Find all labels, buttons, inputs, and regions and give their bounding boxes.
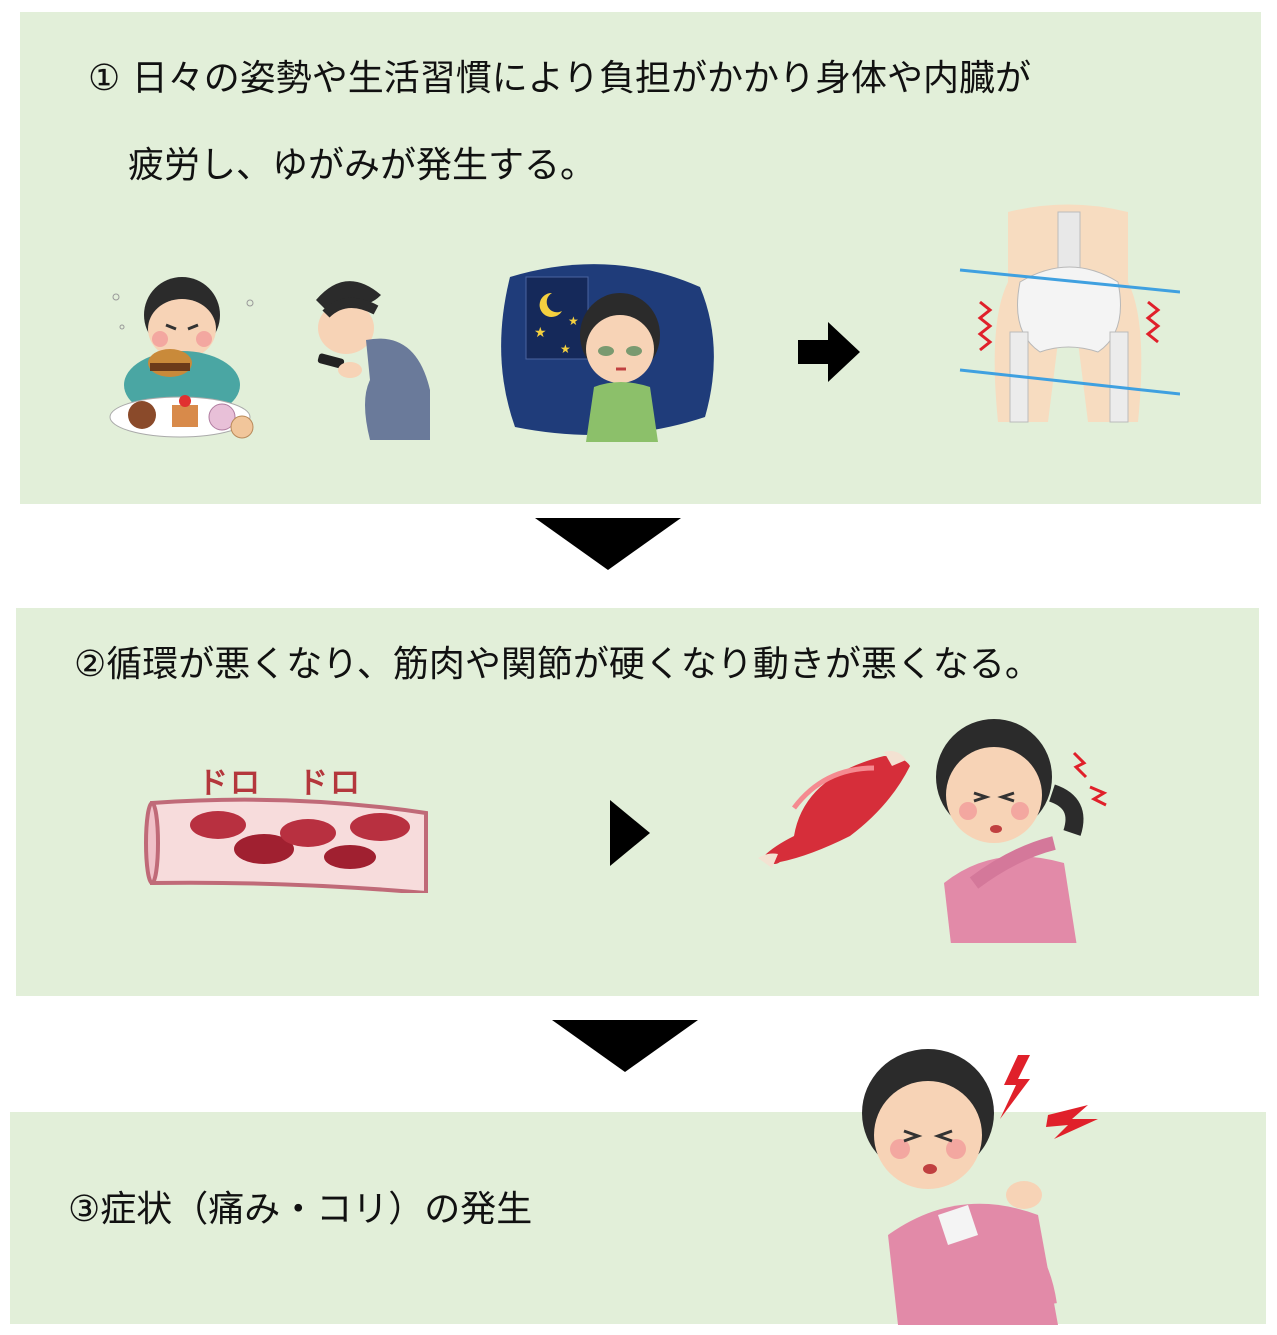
woman-stiff-shoulder-illustration [936, 719, 1108, 943]
blood-vessel-clots-illustration [144, 797, 428, 893]
person-sleepless-night-illustration: ★ ★ ★ [501, 264, 714, 442]
step-1-text-line-2: 疲労し、ゆがみが発生する。 [128, 145, 597, 186]
step-2-text: ②循環が悪くなり、筋肉や関節が硬くなり動きが悪くなる。 [74, 644, 1041, 685]
right-triangle-arrow-icon [610, 800, 650, 866]
step-1-panel: ① 日々の姿勢や生活習慣により負担がかかり身体や内臓が 疲労し、ゆがみが発生する… [20, 12, 1261, 504]
person-using-smartphone-illustration [316, 281, 430, 440]
step-1-text-line-1: ① 日々の姿勢や生活習慣により負担がかかり身体や内臓が [88, 58, 1031, 99]
svg-text:★: ★ [534, 325, 547, 341]
person-overeating-illustration [109, 277, 254, 439]
right-arrow-icon [798, 322, 860, 382]
svg-text:★: ★ [560, 342, 571, 356]
stiff-muscle-illustration [758, 751, 910, 868]
step-2-panel: ②循環が悪くなり、筋肉や関節が硬くなり動きが悪くなる。 ドロ ドロ [16, 608, 1259, 996]
down-arrow-icon [535, 518, 681, 570]
dorodoro-label-2: ドロ [298, 766, 362, 801]
pelvis-distortion-illustration [959, 204, 1180, 423]
svg-text:★: ★ [568, 314, 579, 328]
down-arrow-icon [552, 1020, 698, 1072]
dorodoro-label-1: ドロ [198, 766, 262, 801]
woman-shoulder-pain-illustration [862, 1049, 1098, 1325]
step-3-text: ③症状（痛み・コリ）の発生 [68, 1189, 533, 1230]
step-3-panel: ③症状（痛み・コリ）の発生 [10, 1112, 1266, 1324]
